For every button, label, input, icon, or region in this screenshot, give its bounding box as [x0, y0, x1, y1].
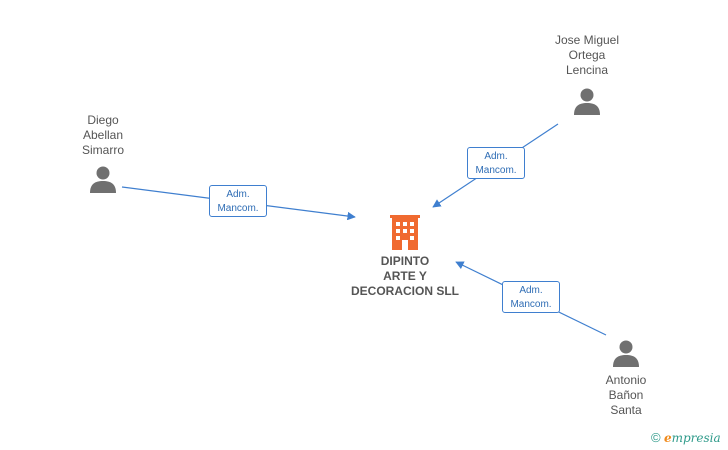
brand-logo[interactable]: © empresia	[651, 430, 721, 446]
building-icon	[390, 215, 420, 250]
person-name: Diego Abellan Simarro	[81, 113, 124, 157]
logo-text: mpresia	[671, 431, 721, 445]
copyright-symbol: ©	[651, 430, 661, 445]
relation-label-diego[interactable]: Adm. Mancom.	[209, 185, 267, 217]
logo-e-letter: e	[663, 431, 672, 445]
person-node-antonio[interactable]: Antonio Bañon Santa	[566, 338, 686, 418]
person-name: Jose Miguel Ortega Lencina	[554, 33, 620, 77]
company-node[interactable]: DIPINTO ARTE Y DECORACION SLL	[335, 214, 475, 299]
relation-label-antonio[interactable]: Adm. Mancom.	[502, 281, 560, 313]
person-node-diego[interactable]: Diego Abellan Simarro	[43, 113, 163, 194]
company-name: DIPINTO ARTE Y DECORACION SLL	[351, 254, 459, 298]
person-node-jose-miguel[interactable]: Jose Miguel Ortega Lencina	[527, 33, 647, 116]
person-name: Antonio Bañon Santa	[605, 373, 647, 417]
person-icon	[613, 340, 639, 367]
relation-label-jose-miguel[interactable]: Adm. Mancom.	[467, 147, 525, 179]
person-icon	[574, 88, 600, 115]
person-icon	[90, 166, 116, 193]
